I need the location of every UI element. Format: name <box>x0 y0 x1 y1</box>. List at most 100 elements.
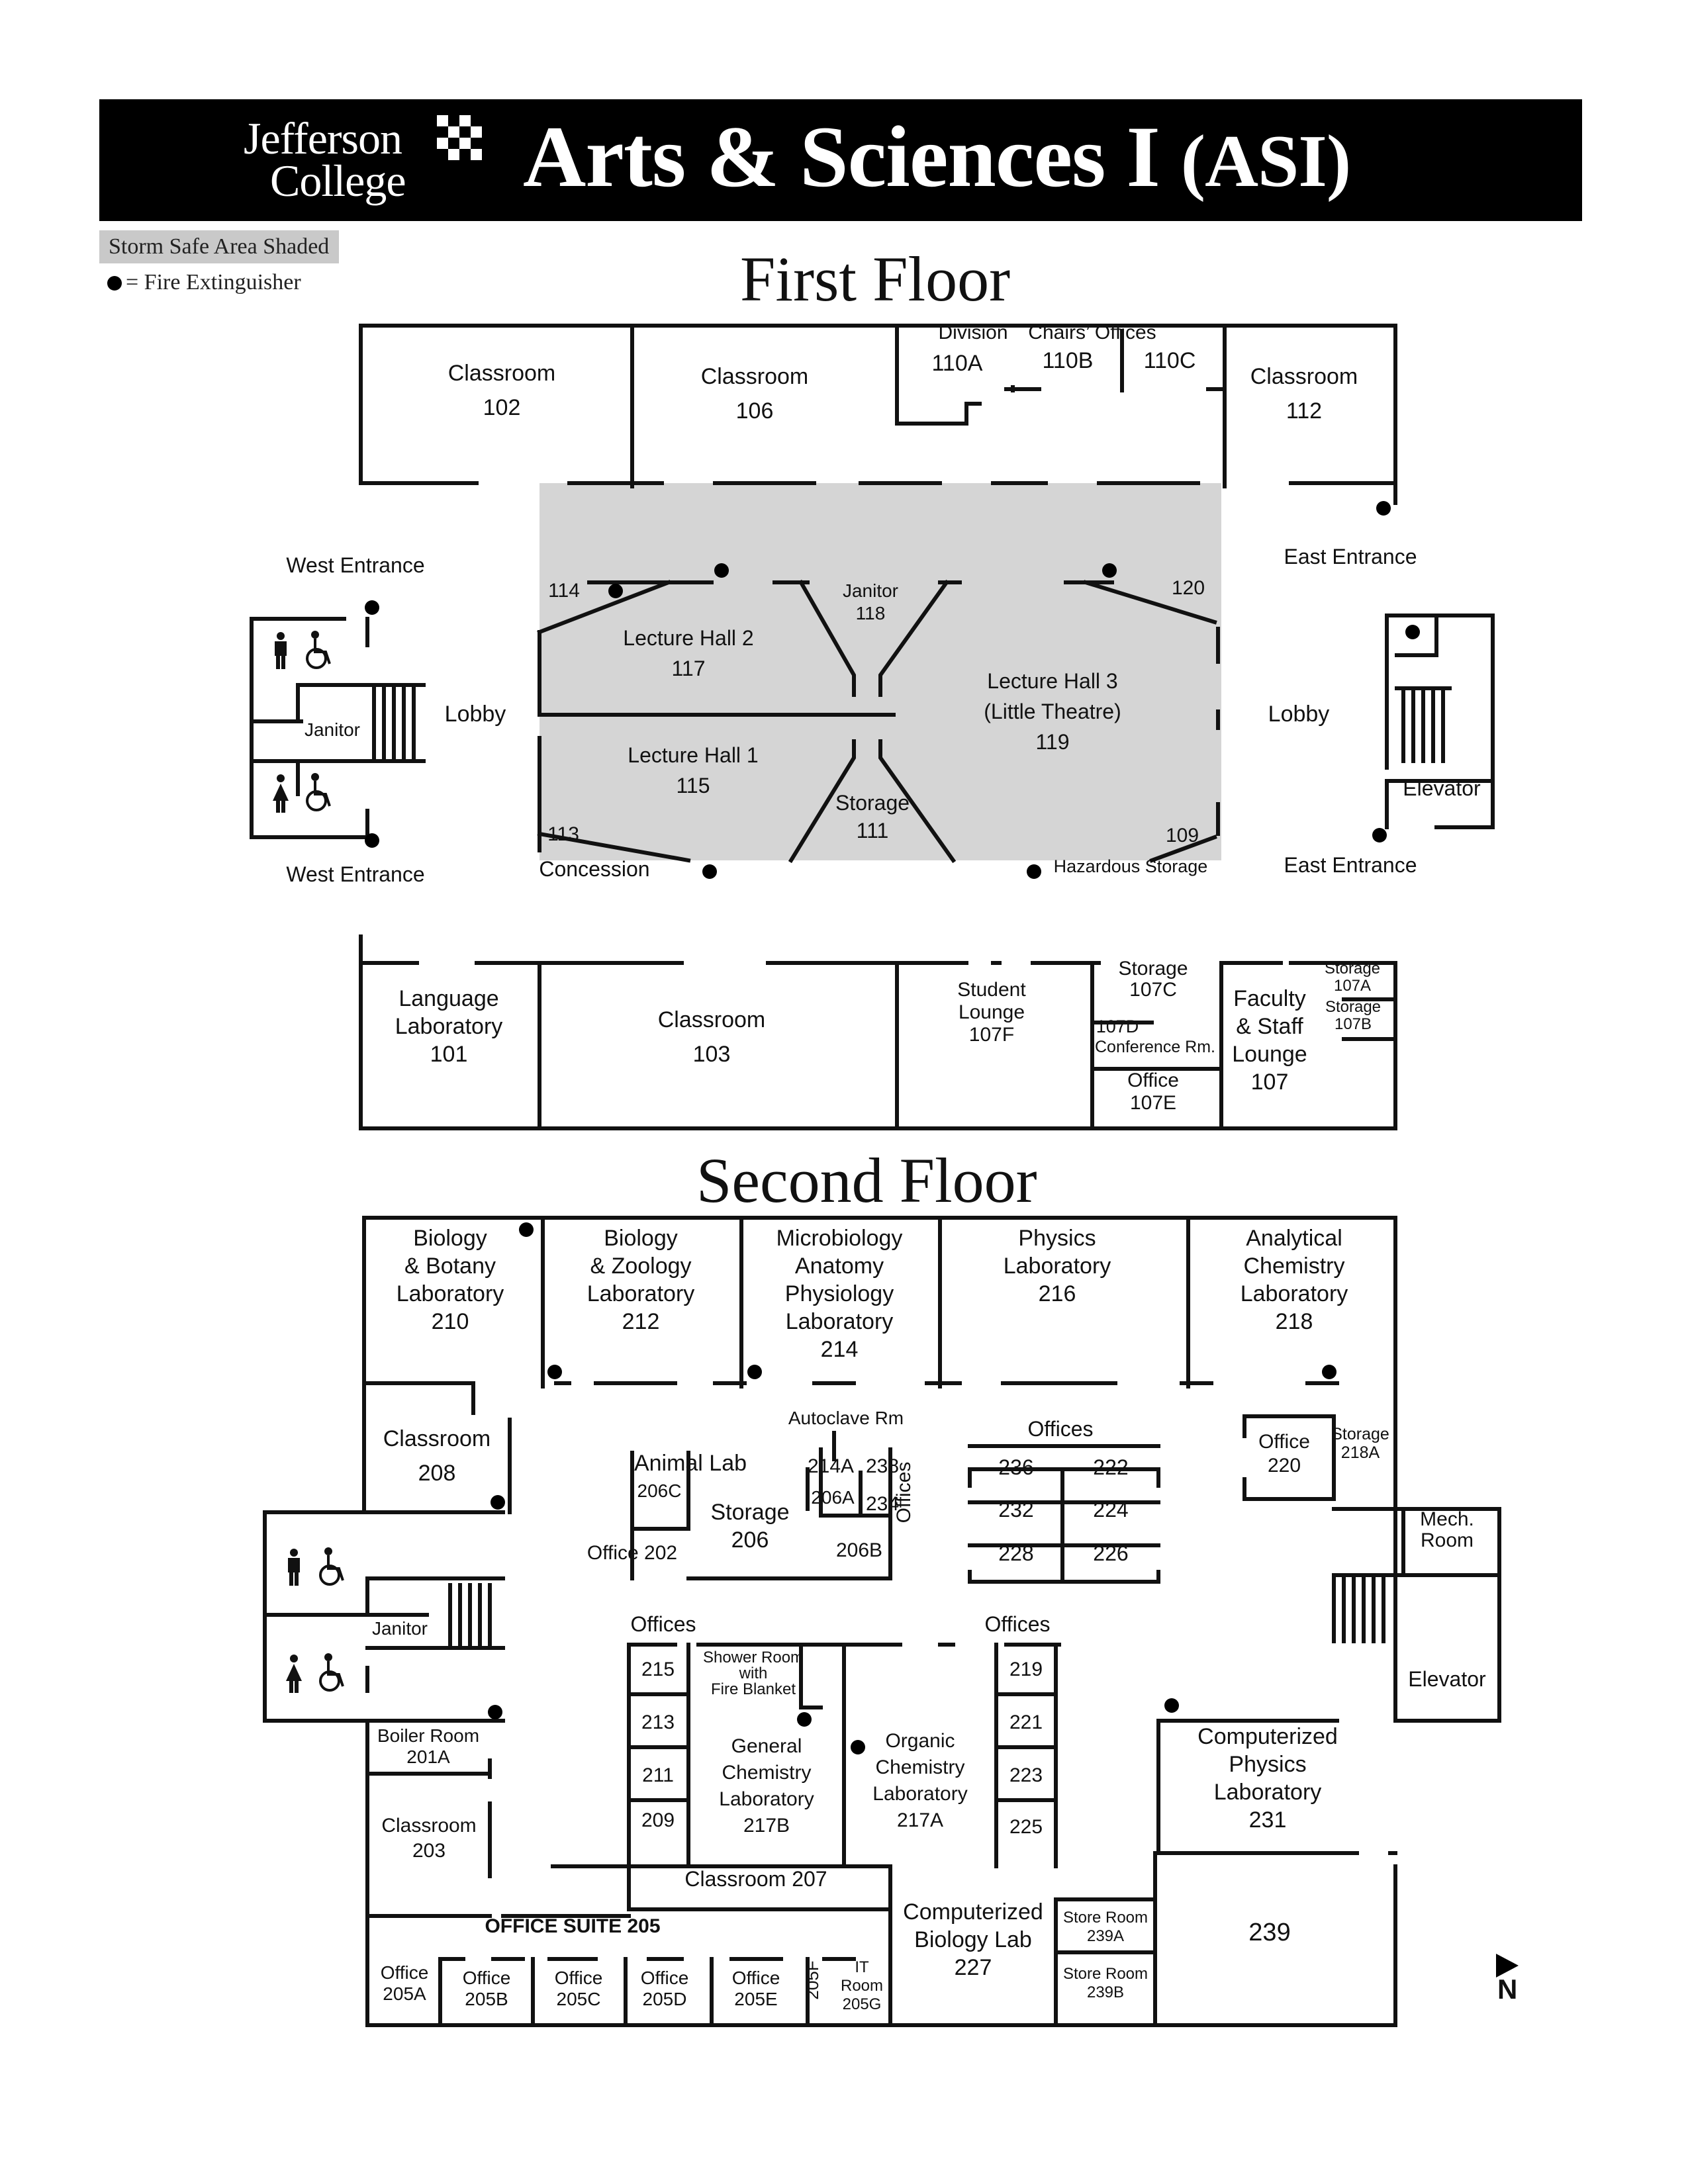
checker-logo-icon <box>437 115 482 160</box>
fire-extinguisher-icon <box>797 1712 812 1727</box>
room-label-r206a: 206A <box>811 1487 855 1508</box>
room-label-r205f: 205F <box>802 1960 822 1999</box>
room-label-chairs: Chairs’ Offices <box>1028 322 1156 343</box>
fire-extinguisher-icon <box>1027 864 1041 879</box>
fire-extinguisher-icon <box>1376 501 1391 516</box>
womens-restroom-icon <box>286 1655 302 1693</box>
accessible-icon <box>319 1653 344 1692</box>
room-label-r120: 120 <box>1172 577 1205 599</box>
title-abbrev: (ASI) <box>1180 120 1351 203</box>
fire-extinguisher-icon <box>365 833 379 848</box>
room-label-r114: 114 <box>548 580 580 602</box>
fire-extinguisher-icon <box>1405 625 1420 639</box>
room-label-offv: Offices <box>893 1462 915 1524</box>
room-label-r211: 211 <box>642 1764 674 1786</box>
room-label-janS: Janitor <box>372 1618 428 1639</box>
room-label-r202: Office 202 <box>587 1542 677 1564</box>
mens-restroom-icon <box>275 632 287 669</box>
room-label-offC: Offices <box>1028 1417 1094 1441</box>
room-label-east1: East Entrance <box>1284 545 1417 569</box>
fire-extinguisher-icon <box>608 584 623 598</box>
restroom-icons <box>273 631 344 1693</box>
room-label-conf: Conference Rm. <box>1095 1038 1215 1056</box>
fire-extinguisher-icon <box>1164 1698 1179 1713</box>
fire-extinguisher-icon <box>1372 828 1387 842</box>
fire-extinguisher-icon <box>851 1740 865 1754</box>
fire-extinguisher-icon <box>714 563 729 578</box>
room-label-r226: 226 <box>1093 1541 1128 1565</box>
room-label-lobbyE: Lobby <box>1268 702 1330 727</box>
room-label-elev1: Elevator <box>1403 776 1481 800</box>
room-label-r110c: 110C <box>1144 348 1196 373</box>
legend-storm-safe: Storm Safe Area Shaded <box>99 230 339 263</box>
fire-extinguisher-icon <box>747 1365 762 1379</box>
room-label-janW: Janitor <box>305 719 360 740</box>
room-label-r215: 215 <box>641 1659 675 1680</box>
room-label-r107d: 107D <box>1096 1017 1139 1036</box>
room-label-animal: Animal Lab <box>634 1451 747 1476</box>
room-label-r221: 221 <box>1009 1711 1043 1733</box>
womens-restroom-icon <box>273 774 289 813</box>
room-label-r110a: 110A <box>932 351 983 376</box>
legend-ext-text: = Fire Extinguisher <box>126 270 301 295</box>
fire-extinguishers <box>365 501 1420 1754</box>
room-label-r206c: 206C <box>637 1480 682 1501</box>
room-label-r110b: 110B <box>1043 348 1094 373</box>
fire-extinguisher-icon <box>702 864 717 879</box>
legend-fire-extinguisher: = Fire Extinguisher <box>107 270 301 295</box>
room-label-east2: East Entrance <box>1284 853 1417 877</box>
fire-extinguisher-icon <box>519 1222 534 1237</box>
room-label-r213: 213 <box>641 1711 675 1733</box>
room-label-mech: Mech.Room <box>1420 1508 1474 1551</box>
building-title: Arts & Sciences I (ASI) <box>523 106 1351 207</box>
fire-extinguisher-icon <box>1322 1365 1336 1379</box>
room-label-r222: 222 <box>1093 1455 1128 1479</box>
room-label-r206b: 206B <box>836 1539 882 1561</box>
fire-extinguisher-icon <box>365 600 379 615</box>
room-label-r223: 223 <box>1009 1764 1043 1786</box>
second-floor-title: Second Floor <box>696 1145 1037 1216</box>
accessible-icon <box>319 1547 344 1586</box>
room-label-r239: 239 <box>1248 1919 1290 1946</box>
room-label-r224: 224 <box>1093 1498 1128 1522</box>
accessible-icon <box>306 773 331 811</box>
room-label-r219: 219 <box>1009 1659 1043 1680</box>
room-label-elev2: Elevator <box>1408 1667 1486 1691</box>
accessible-icon <box>306 631 331 669</box>
room-label-suite: OFFICE SUITE 205 <box>485 1915 660 1937</box>
title-main: Arts & Sciences I <box>523 108 1160 205</box>
room-label-r236: 236 <box>998 1455 1033 1479</box>
extinguisher-dot-icon <box>107 276 122 291</box>
room-label-div: Division <box>938 322 1008 343</box>
logo-text-line1: Jefferson <box>244 113 402 163</box>
room-label-r207: Classroom 207 <box>684 1867 827 1891</box>
room-label-r225: 225 <box>1009 1816 1043 1838</box>
